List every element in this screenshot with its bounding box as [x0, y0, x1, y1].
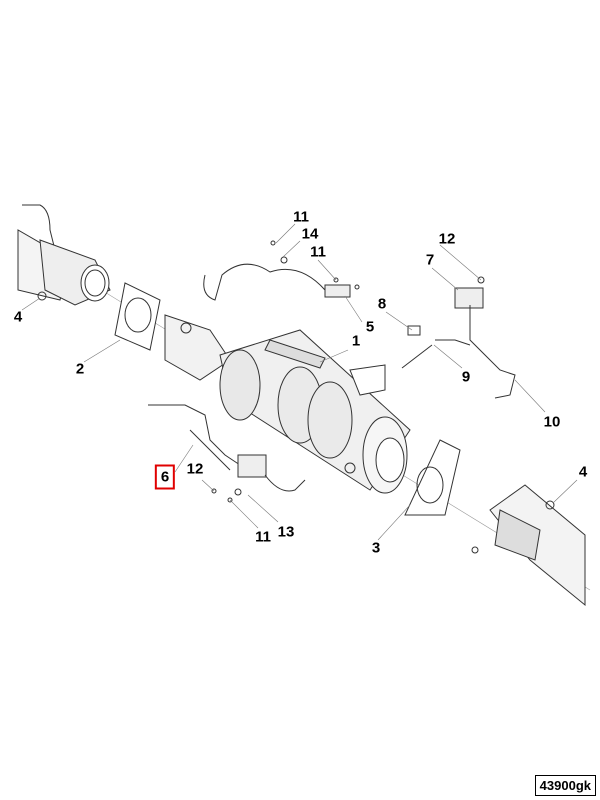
callout-7: 7: [425, 251, 435, 269]
callout-8: 8: [377, 295, 387, 313]
sensor-harness-5: [203, 240, 360, 301]
gasket-3: [404, 439, 461, 516]
callout-11: 11: [255, 528, 271, 546]
callout-11: 11: [310, 243, 326, 261]
callout-5: 5: [365, 318, 375, 336]
callout-6-highlighted: 6: [154, 464, 176, 490]
callout-14: 14: [301, 225, 319, 243]
callout-10: 10: [543, 413, 561, 431]
gasket-2: [114, 282, 161, 351]
callout-3: 3: [371, 539, 381, 557]
callout-12: 12: [186, 460, 204, 478]
downstream-pipe: [37, 291, 586, 607]
upstream-pipe: [17, 204, 111, 306]
callout-9: 9: [461, 368, 471, 386]
sensor-harness-6: [148, 404, 306, 503]
pressure-sensor-7: [401, 276, 516, 399]
callout-12: 12: [438, 230, 456, 248]
callout-4: 4: [13, 308, 23, 326]
callout-2: 2: [75, 360, 85, 378]
callout-13: 13: [277, 523, 295, 541]
dpf-body: [164, 314, 411, 494]
callout-11: 11: [293, 208, 309, 226]
leader-lines: [21, 223, 578, 541]
callout-4: 4: [578, 463, 588, 481]
reference-code: 43900gk: [534, 775, 596, 796]
callout-1: 1: [351, 332, 361, 350]
